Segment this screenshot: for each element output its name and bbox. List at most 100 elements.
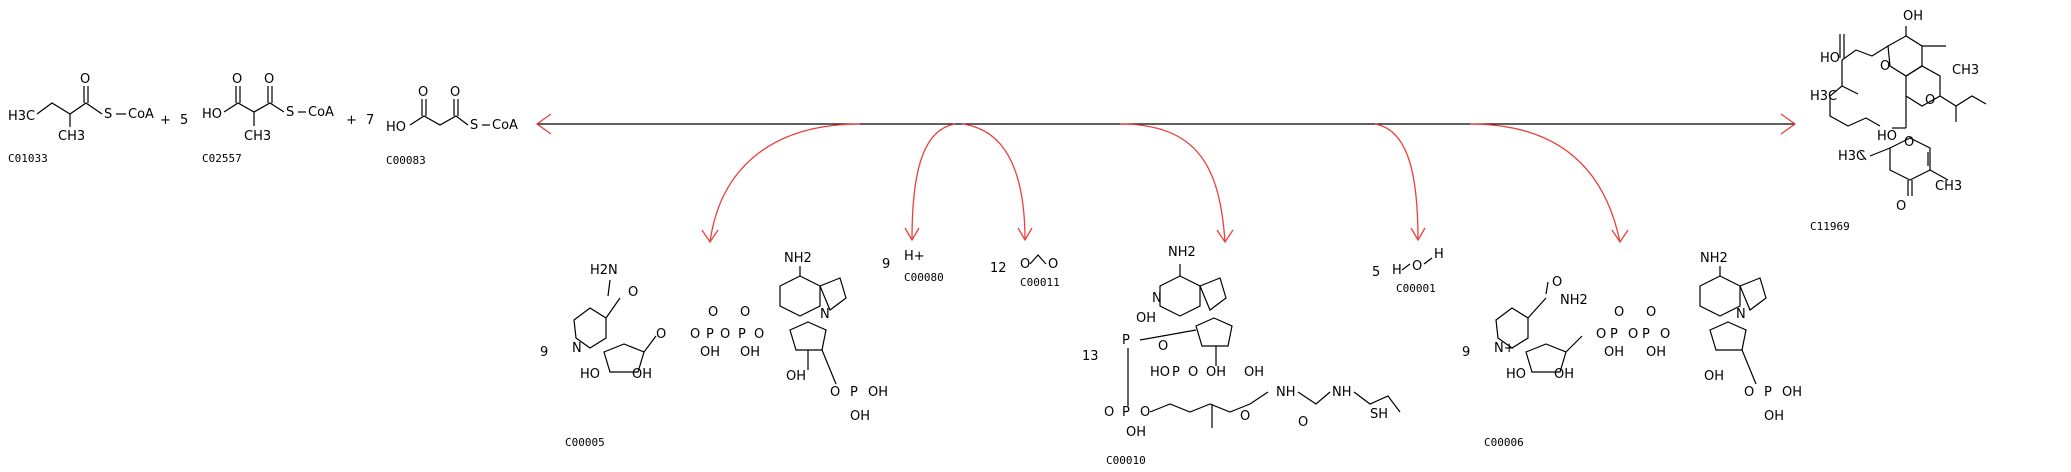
side-arrow-c00080: [911, 123, 956, 241]
compound-id-c00001: C00001: [1396, 282, 1436, 295]
side-arrow-c00006: [1469, 123, 1621, 243]
svg-text:CoA: CoA: [492, 118, 518, 133]
svg-text:OH: OH: [1764, 409, 1784, 424]
svg-text:H3C: H3C: [8, 109, 35, 124]
svg-text:OH: OH: [1646, 345, 1666, 360]
coefficient-c00011: 12: [990, 261, 1007, 276]
side-arrow-c00010: [1119, 123, 1226, 243]
coefficient-c00010: 13: [1082, 349, 1099, 364]
svg-text:O: O: [1104, 405, 1114, 420]
svg-text:N: N: [1152, 291, 1162, 306]
svg-text:O: O: [1140, 405, 1150, 420]
svg-text:O: O: [418, 85, 428, 100]
svg-text:O: O: [830, 385, 840, 400]
svg-text:O: O: [1880, 59, 1890, 74]
svg-text:O: O: [1298, 415, 1308, 430]
svg-text:O: O: [628, 285, 638, 300]
svg-text:O: O: [1020, 257, 1030, 272]
compound-id-c11969: C11969: [1810, 220, 1850, 233]
svg-text:O: O: [1552, 275, 1562, 290]
svg-text:O: O: [1240, 409, 1250, 424]
svg-text:N+: N+: [1494, 341, 1515, 356]
coefficient-c00080: 9: [882, 257, 890, 272]
compound-id-c02557: C02557: [202, 152, 242, 165]
svg-text:S: S: [104, 107, 112, 122]
side-arrow-c00011: [961, 123, 1026, 241]
svg-text:N: N: [572, 341, 582, 356]
svg-text:NH2: NH2: [1560, 293, 1588, 308]
side-arrow-c00005: [709, 123, 861, 243]
svg-text:O: O: [1596, 327, 1606, 342]
svg-text:S: S: [470, 118, 478, 133]
plus-sign: +: [160, 113, 171, 128]
svg-text:CH3: CH3: [244, 129, 271, 144]
svg-text:P: P: [1642, 327, 1650, 342]
structure-c02557: HO O CH3 O S CoA: [202, 72, 334, 144]
svg-text:P: P: [1122, 405, 1130, 420]
svg-text:O: O: [1646, 305, 1656, 320]
compound-id-c00005: C00005: [565, 436, 605, 449]
compound-id-c00006: C00006: [1484, 436, 1524, 449]
svg-text:H3C: H3C: [1838, 149, 1865, 164]
coefficient-c00083: 7: [366, 113, 374, 128]
svg-text:OH: OH: [1126, 425, 1146, 440]
svg-text:P: P: [1764, 385, 1772, 400]
svg-text:O: O: [1614, 305, 1624, 320]
structure-c00083: HO O O S CoA: [386, 85, 518, 135]
svg-text:OH: OH: [1244, 365, 1264, 380]
svg-text:O: O: [450, 85, 460, 100]
svg-text:O: O: [708, 305, 718, 320]
coefficient-c02557: 5: [180, 113, 188, 128]
svg-text:O: O: [1412, 259, 1422, 274]
svg-text:O: O: [264, 72, 274, 87]
svg-text:NH2: NH2: [1168, 245, 1196, 260]
svg-text:O: O: [80, 72, 90, 87]
structure-c01033: H3C CH3 O S CoA: [8, 72, 154, 144]
structure-c00001: H O H: [1392, 247, 1444, 278]
svg-text:P: P: [1172, 365, 1180, 380]
svg-text:OH: OH: [1136, 311, 1156, 326]
compound-id-c00010: C00010: [1106, 454, 1146, 467]
reaction-arrow: [535, 113, 1797, 244]
svg-text:O: O: [1048, 257, 1058, 272]
svg-text:OH: OH: [1704, 369, 1724, 384]
svg-text:OH: OH: [700, 345, 720, 360]
svg-text:P: P: [738, 327, 746, 342]
svg-text:OH: OH: [740, 345, 760, 360]
coefficient-c00006: 9: [1462, 345, 1470, 360]
svg-text:OH: OH: [632, 367, 652, 382]
svg-text:NH: NH: [1276, 385, 1296, 400]
svg-text:O: O: [1628, 327, 1638, 342]
svg-text:NH2: NH2: [784, 251, 812, 266]
svg-text:O: O: [740, 305, 750, 320]
svg-text:NH2: NH2: [1700, 251, 1728, 266]
svg-text:O: O: [1896, 199, 1906, 214]
svg-text:P: P: [1122, 333, 1130, 348]
compound-id-c00083: C00083: [386, 154, 426, 167]
svg-text:CH3: CH3: [1952, 63, 1979, 78]
svg-text:N: N: [1736, 307, 1746, 322]
plus-sign: +: [346, 113, 357, 128]
svg-text:O: O: [1744, 385, 1754, 400]
svg-text:O: O: [1158, 339, 1168, 354]
svg-text:S: S: [286, 105, 294, 120]
svg-text:O: O: [1925, 93, 1935, 108]
structure-c00080: H+: [904, 249, 925, 264]
svg-text:HO: HO: [386, 120, 406, 135]
coefficient-c00005: 9: [540, 345, 548, 360]
svg-text:SH: SH: [1370, 407, 1388, 422]
compound-id-c00080: C00080: [904, 271, 944, 284]
svg-text:NH: NH: [1332, 385, 1352, 400]
svg-text:HO: HO: [1820, 51, 1840, 66]
svg-text:H3C: H3C: [1810, 89, 1837, 104]
svg-text:O: O: [1188, 365, 1198, 380]
svg-text:OH: OH: [1604, 345, 1624, 360]
svg-text:HO: HO: [202, 107, 222, 122]
svg-text:P: P: [706, 327, 714, 342]
svg-text:O: O: [1904, 135, 1914, 150]
svg-text:OH: OH: [1206, 365, 1226, 380]
svg-text:OH: OH: [1903, 9, 1923, 24]
structure-c00011: O O: [1020, 254, 1058, 272]
svg-text:CH3: CH3: [58, 129, 85, 144]
svg-text:P: P: [850, 385, 858, 400]
